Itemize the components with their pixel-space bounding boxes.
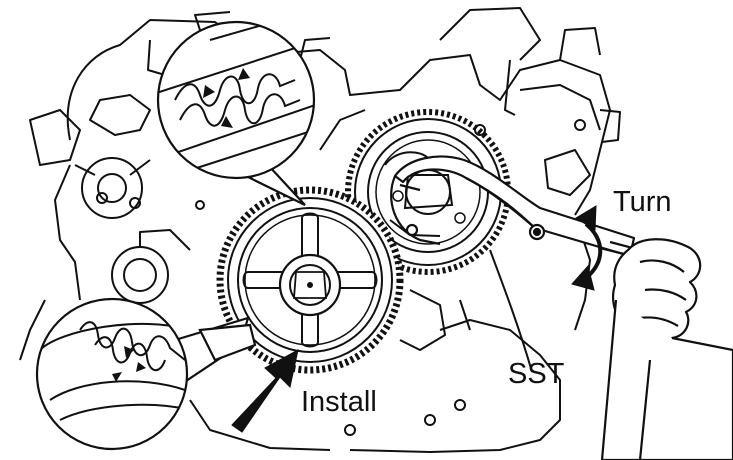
- sst-wrench: [390, 155, 650, 260]
- lower-mesh-detail-icon: [35, 297, 257, 451]
- crankshaft-gear: [216, 186, 404, 374]
- install-label: Install: [301, 386, 377, 418]
- install-arrow-icon: [231, 349, 299, 433]
- engine-block: [19, 7, 621, 453]
- turn-arrow-icon: [571, 205, 603, 291]
- sst-leader-line: [489, 249, 533, 373]
- hand: [600, 238, 733, 460]
- leader-lines: [489, 249, 533, 373]
- sst-label: SST: [508, 358, 565, 390]
- upper-mesh-detail-icon: [156, 20, 316, 206]
- turn-label: Turn: [613, 186, 672, 218]
